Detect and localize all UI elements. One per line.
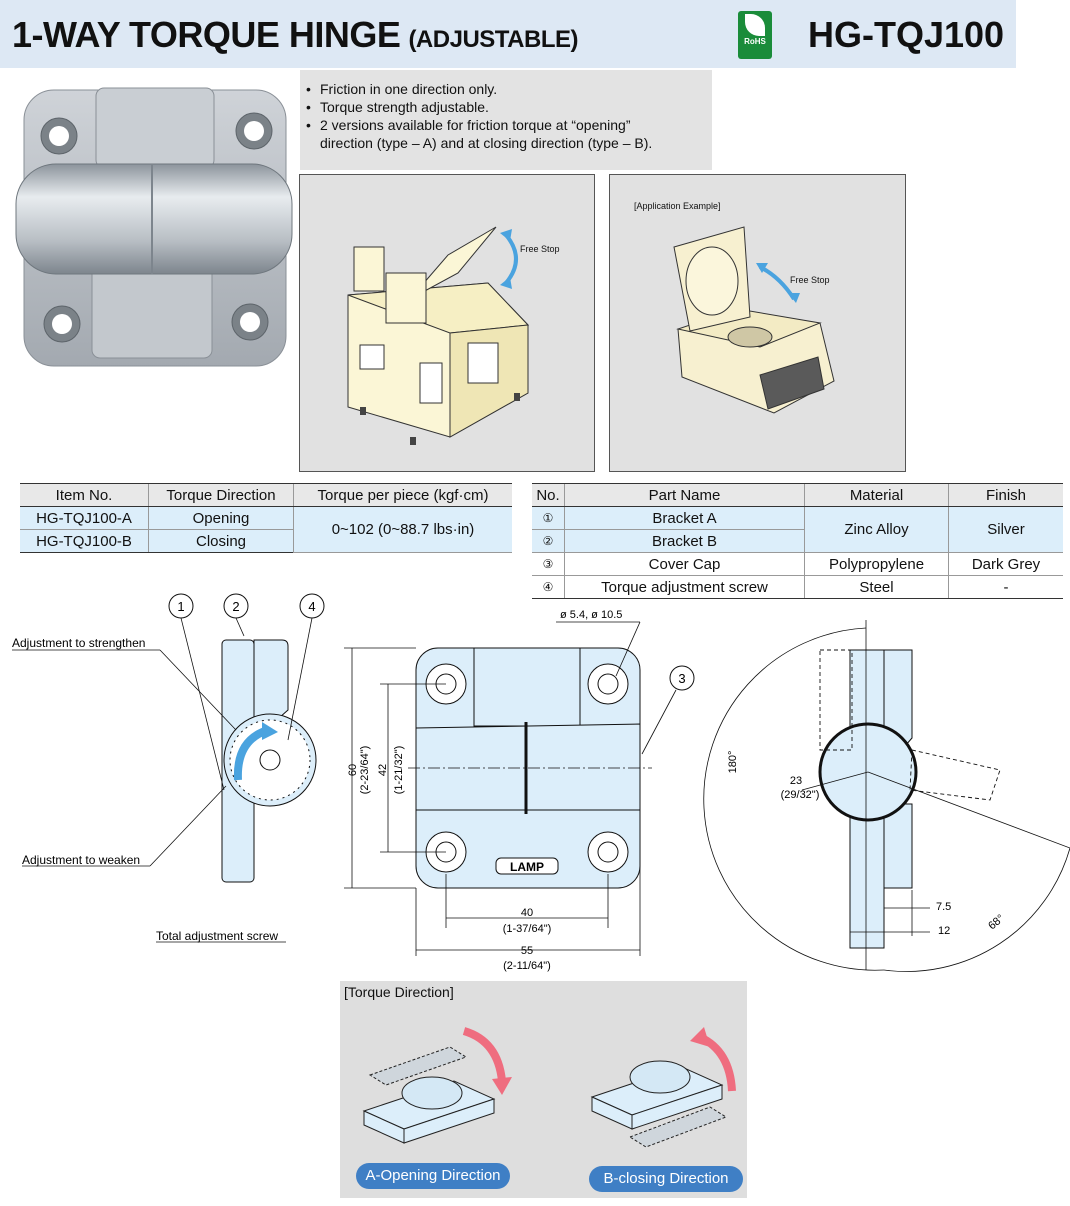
part-name-cell: Cover Cap: [564, 552, 805, 576]
col-header: Finish: [948, 483, 1063, 507]
no-cell: ④: [532, 575, 565, 599]
dim-7-5: 7.5: [936, 901, 951, 913]
b-closing-label: B-closing Direction: [589, 1166, 743, 1192]
table-row: ① Bracket A Zinc Alloy Silver: [532, 506, 1063, 553]
dim-60-in: (2-23/64"): [359, 746, 371, 795]
centrifuge-illustration: [Application Example] Free Stop: [634, 201, 835, 414]
table-row: ③ Cover Cap Polypropylene Dark Grey: [532, 552, 1063, 576]
col-header: Part Name: [564, 483, 805, 507]
no-cell: ③: [532, 552, 565, 576]
product-photo: [15, 87, 293, 367]
table-row: HG-TQJ100-A Opening 0~102 (0~88.7 lbs·in…: [20, 506, 512, 553]
torque-cell: 0~102 (0~88.7 lbs·in): [293, 506, 512, 553]
part-name-cell: Torque adjustment screw: [564, 575, 805, 599]
dim-12: 12: [938, 925, 950, 937]
arrow-icon: [504, 233, 518, 285]
material-cell: Steel: [804, 575, 949, 599]
dim-42-in: (1-21/32"): [393, 746, 405, 795]
feature-item: Friction in one direction only.: [306, 80, 712, 98]
adjust-strengthen-label: Adjustment to strengthen: [12, 636, 145, 650]
rohs-badge-icon: RoHS: [738, 11, 772, 59]
feature-item-cont: direction (type – A) and at closing dire…: [320, 135, 653, 151]
dim-60: 60: [347, 764, 359, 776]
dim-40-in: (1-37/64"): [503, 923, 552, 935]
spec-table: Item No. Torque Direction Torque per pie…: [20, 483, 512, 553]
dim-42: 42: [377, 764, 389, 776]
torque-direction-title: [Torque Direction]: [344, 984, 454, 1000]
rohs-label: RoHS: [744, 37, 766, 46]
col-header: Torque per piece (kgf·cm): [293, 483, 512, 507]
callout-number: 3: [678, 671, 685, 686]
arrow-icon: [462, 1027, 506, 1082]
table-row: HG-TQJ100-B Closing: [20, 529, 512, 553]
application-panel-machine: Free Stop: [299, 174, 595, 472]
angle-view: [818, 649, 918, 949]
no-cell: ①: [532, 506, 565, 530]
features-box: Friction in one direction only. Torque s…: [300, 70, 712, 170]
page-title: 1-WAY TORQUE HINGE (ADJUSTABLE): [12, 14, 578, 56]
dim-40: 40: [521, 907, 533, 919]
part-name-cell: Bracket A: [564, 506, 805, 530]
hole-dia-label: ø 5.4, ø 10.5: [560, 609, 622, 621]
col-header: Torque Direction: [148, 483, 294, 507]
application-example-label: [Application Example]: [634, 201, 721, 211]
finish-cell: -: [948, 575, 1063, 599]
item-cell: HG-TQJ100-A: [20, 506, 149, 530]
adjust-weaken-label: Adjustment to weaken: [22, 853, 140, 867]
dim-23: 23: [790, 775, 802, 787]
machine-illustration: Free Stop: [347, 226, 560, 445]
dim-55: 55: [521, 945, 533, 957]
leaf-icon: [745, 14, 765, 36]
no-cell: ②: [532, 529, 565, 553]
col-header: No.: [532, 483, 565, 507]
col-header: Item No.: [20, 483, 149, 507]
col-header: Material: [804, 483, 949, 507]
callout-number: 1: [177, 599, 184, 614]
dim-55-in: (2-11/64"): [503, 960, 551, 972]
technical-drawing: 1 2 4 Adjustment to strengthen Adjustmen…: [12, 593, 1070, 972]
title-main: 1-WAY TORQUE HINGE: [12, 14, 401, 55]
title-subtitle: (ADJUSTABLE): [408, 26, 578, 53]
direction-cell: Closing: [148, 529, 294, 553]
callout-number: 4: [308, 599, 315, 614]
material-cell: Polypropylene: [804, 552, 949, 576]
application-panel-centrifuge: [Application Example] Free Stop: [609, 174, 906, 472]
part-name-cell: Bracket B: [564, 529, 805, 553]
feature-item: direction (type – A) and at closing dire…: [320, 134, 712, 152]
model-number: HG-TQJ100: [808, 14, 1005, 55]
parts-table: No. Part Name Material Finish ① Bracket …: [532, 483, 1063, 599]
header-bar: [0, 0, 1016, 68]
table-row: ④ Torque adjustment screw Steel -: [532, 575, 1063, 599]
feature-item: Torque strength adjustable.: [306, 98, 712, 116]
direction-cell: Opening: [148, 506, 294, 530]
total-screw-label: Total adjustment screw: [156, 929, 278, 943]
table-row: ② Bracket B: [532, 529, 1063, 553]
torque-illustrations: [362, 1027, 736, 1148]
arrow-icon: [759, 265, 796, 301]
lamp-logo-text: LAMP: [510, 860, 544, 874]
material-cell: Zinc Alloy: [804, 506, 949, 553]
lamp-logo: [495, 857, 559, 875]
angle-180: 180°: [727, 751, 739, 774]
finish-cell: Silver: [948, 506, 1063, 553]
dim-23-in: (29/32"): [781, 789, 820, 801]
angle-68: 68°: [986, 912, 1006, 932]
free-stop-label: Free Stop: [520, 244, 560, 254]
feature-item: 2 versions available for friction torque…: [306, 116, 712, 134]
callout-number: 2: [232, 599, 239, 614]
item-cell: HG-TQJ100-B: [20, 529, 149, 553]
free-stop-label: Free Stop: [790, 275, 830, 285]
torque-direction-box: [Torque Direction] A-Opening Direction B…: [340, 981, 747, 1198]
finish-cell: Dark Grey: [948, 552, 1063, 576]
a-opening-label: A-Opening Direction: [356, 1163, 510, 1189]
